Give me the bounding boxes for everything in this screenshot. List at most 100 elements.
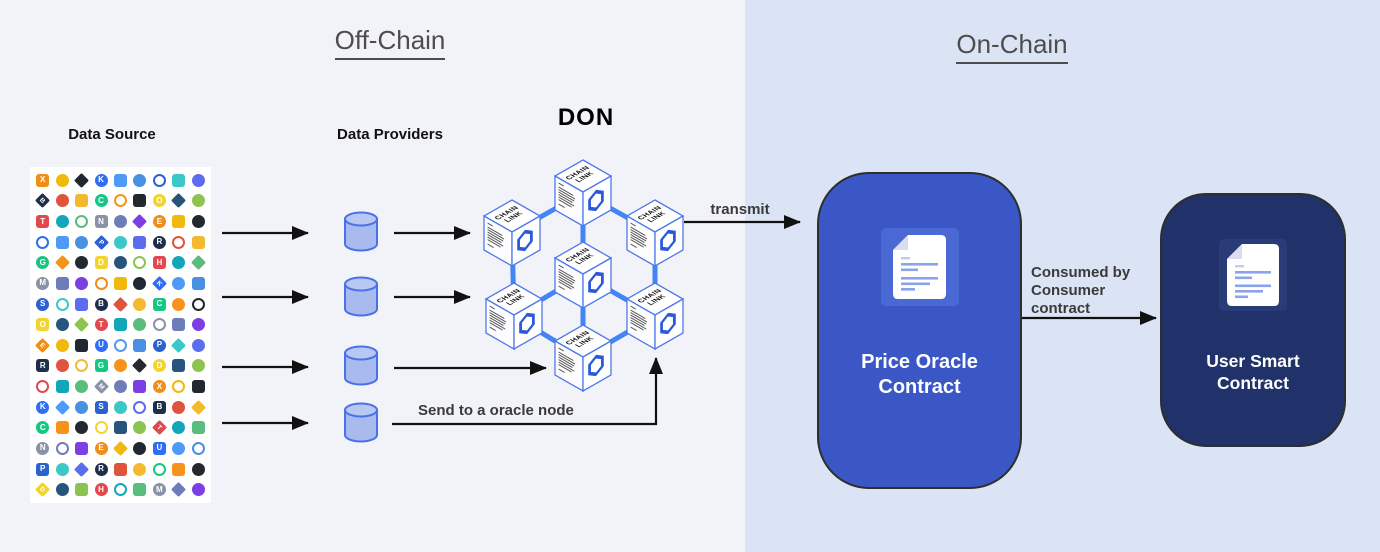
crypto-logo-icon: [191, 483, 205, 497]
transmit-label: transmit: [710, 201, 770, 218]
chainlink-hexagon-logo: [517, 229, 533, 252]
crypto-logo-icon: [113, 276, 127, 290]
crypto-logo-icon: [75, 194, 89, 208]
crypto-logo-icon: C: [36, 421, 50, 435]
crypto-logo-icon: [191, 338, 205, 352]
crypto-logo-icon: [113, 194, 127, 208]
crypto-logo-icon: [172, 380, 186, 394]
cube-fine-print: [558, 347, 576, 374]
chainlink-hexagon-logo: [588, 189, 604, 212]
chainlink-hexagon-logo: [588, 354, 604, 377]
crypto-logo-icon: [172, 235, 186, 249]
crypto-logo-icon: [54, 255, 70, 271]
crypto-logo-icon: [75, 483, 89, 497]
crypto-logo-icon: M: [36, 276, 50, 290]
crypto-logo-icon: [75, 380, 89, 394]
on-chain-title: On-Chain: [942, 29, 1082, 64]
crypto-logo-icon: [191, 462, 205, 476]
crypto-logo-icon: B: [152, 400, 166, 414]
data-source-label: Data Source: [68, 126, 156, 143]
crypto-logo-icon: G: [94, 359, 108, 373]
crypto-logo-icon: [113, 215, 127, 229]
crypto-logo-icon: [172, 441, 186, 455]
crypto-logo-icon: [75, 338, 89, 352]
crypto-logo-icon: [75, 441, 89, 455]
crypto-logo-icon: [191, 421, 205, 435]
crypto-logo-icon: N: [94, 215, 108, 229]
crypto-logo-icon: [191, 215, 205, 229]
crypto-logo-icon: H: [152, 256, 166, 270]
crypto-logo-icon: [55, 194, 69, 208]
chainlink-node-cube: CHAIN LINK: [625, 282, 685, 351]
crypto-logo-icon: [55, 441, 69, 455]
crypto-logo-icon: [132, 358, 148, 374]
crypto-logo-icon: O: [152, 194, 166, 208]
crypto-logo-icon: R: [152, 235, 166, 249]
crypto-logo-icon: [74, 172, 90, 188]
crypto-logo-icon: [191, 297, 205, 311]
crypto-logo-icon: [133, 297, 147, 311]
crypto-logo-icon: G: [36, 256, 50, 270]
crypto-logo-icon: X: [152, 380, 166, 394]
crypto-logo-icon: P: [36, 462, 50, 476]
crypto-logo-icon: C: [152, 297, 166, 311]
crypto-logo-icon: P: [93, 234, 109, 250]
data-provider-database: [344, 345, 378, 386]
don-label: DON: [557, 104, 615, 131]
chainlink-node-cube: CHAIN LINK: [553, 241, 613, 310]
crypto-logo-icon: [113, 462, 127, 476]
crypto-logo-icon: K: [151, 275, 167, 291]
crypto-logo-icon: [94, 421, 108, 435]
crypto-logo-icon: [191, 318, 205, 332]
crypto-logo-icon: [172, 400, 186, 414]
crypto-logo-icon: [75, 215, 89, 229]
crypto-logo-icon: [190, 255, 206, 271]
crypto-logo-icon: [94, 276, 108, 290]
crypto-logo-icon: [36, 235, 50, 249]
price-oracle-contract-box: Price Oracle Contract: [817, 172, 1022, 489]
consumed-by-label: Consumed by Consumer contract: [1031, 264, 1131, 317]
chainlink-hexagon-logo: [588, 271, 604, 294]
crypto-logo-icon: [113, 380, 127, 394]
crypto-logo-icon: [133, 400, 147, 414]
crypto-logo-icon: [171, 337, 187, 353]
crypto-logo-icon: R: [94, 462, 108, 476]
crypto-logo-icon: [113, 173, 127, 187]
crypto-logo-icon: C: [94, 194, 108, 208]
crypto-logo-icon: [54, 399, 70, 415]
crypto-logo-icon: [191, 173, 205, 187]
crypto-logo-icon: [113, 483, 127, 497]
crypto-logo-icon: [172, 173, 186, 187]
crypto-logo-icon: [55, 338, 69, 352]
crypto-logo-icon: [113, 256, 127, 270]
crypto-logo-icon: B: [35, 193, 51, 209]
crypto-logo-icon: [113, 421, 127, 435]
crypto-logo-icon: [55, 173, 69, 187]
crypto-logo-icon: [133, 380, 147, 394]
crypto-logo-icon: E: [94, 441, 108, 455]
crypto-logo-icon: B: [94, 297, 108, 311]
chainlink-hexagon-logo: [660, 229, 676, 252]
crypto-logo-icon: [113, 400, 127, 414]
cube-fine-print: [487, 222, 505, 249]
crypto-logo-icon: D: [94, 256, 108, 270]
crypto-logo-icon: H: [94, 483, 108, 497]
crypto-logo-icon: [191, 194, 205, 208]
crypto-logo-icon: [191, 441, 205, 455]
crypto-logo-icon: [55, 215, 69, 229]
crypto-logo-icon: [74, 461, 90, 477]
crypto-logo-icon: O: [36, 318, 50, 332]
crypto-logo-icon: E: [152, 215, 166, 229]
crypto-logo-icon: [172, 297, 186, 311]
cube-fine-print: [630, 305, 648, 332]
crypto-logo-icon: [172, 421, 186, 435]
off-chain-title: Off-Chain: [320, 25, 460, 60]
crypto-logo-icon: T: [36, 215, 50, 229]
user-smart-contract-label: User Smart Contract: [1206, 351, 1300, 393]
crypto-logo-icon: [133, 318, 147, 332]
crypto-logo-icon: [172, 462, 186, 476]
crypto-logo-icon: [55, 235, 69, 249]
cube-fine-print: [558, 182, 576, 209]
crypto-logo-icon: T: [151, 420, 167, 436]
crypto-logo-icon: [190, 399, 206, 415]
